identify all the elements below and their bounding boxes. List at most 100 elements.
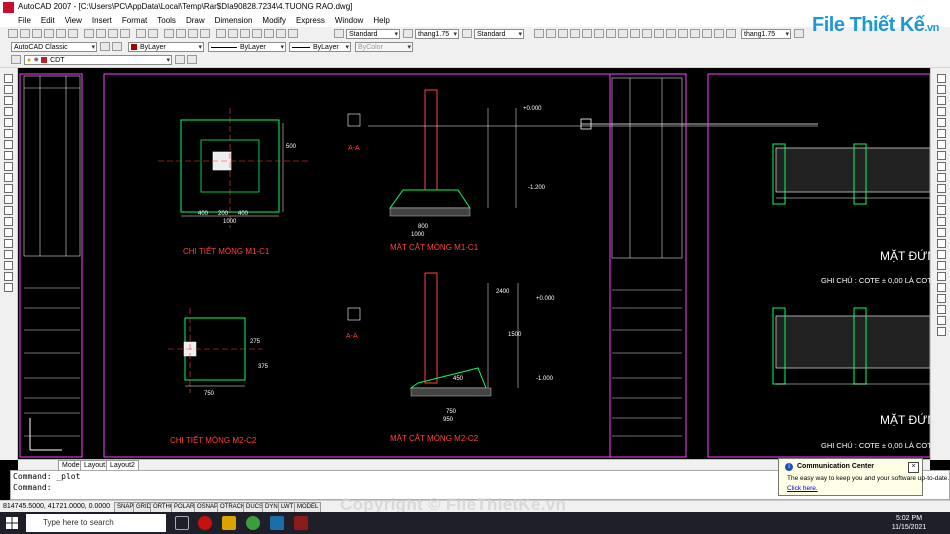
linear-dim-icon[interactable] — [534, 29, 544, 38]
mirror-icon[interactable] — [937, 96, 946, 105]
multileader-style-select[interactable]: thang1.75 — [741, 29, 791, 39]
file-explorer-icon[interactable] — [222, 516, 236, 530]
opera-icon[interactable] — [198, 516, 212, 530]
hatch-icon[interactable] — [4, 228, 13, 237]
quick-dim-icon[interactable] — [630, 29, 640, 38]
menu-insert[interactable]: Insert — [91, 16, 112, 25]
ellipse-arc-icon[interactable] — [4, 184, 13, 193]
markup-icon[interactable] — [264, 29, 274, 38]
winrar-icon[interactable] — [294, 516, 308, 530]
menu-help[interactable]: Help — [373, 16, 390, 25]
color-select[interactable]: ByLayer — [128, 42, 204, 52]
new-icon[interactable] — [8, 29, 18, 38]
task-view-icon[interactable] — [175, 516, 189, 530]
dim-style-dropdown-icon[interactable] — [794, 29, 804, 38]
tool-palettes-icon[interactable] — [240, 29, 250, 38]
continue-dim-icon[interactable] — [654, 29, 664, 38]
spline-icon[interactable] — [4, 162, 13, 171]
properties-icon[interactable] — [216, 29, 226, 38]
redo-icon[interactable] — [148, 29, 158, 38]
dim-style-select[interactable]: thang1.75 — [415, 29, 459, 39]
ordinate-dim-icon[interactable] — [570, 29, 580, 38]
baseline-dim-icon[interactable] — [642, 29, 652, 38]
polygon-icon[interactable] — [4, 107, 13, 116]
layer-manager-icon[interactable] — [11, 55, 21, 64]
aligned-dim-icon[interactable] — [546, 29, 556, 38]
open-icon[interactable] — [20, 29, 30, 38]
gradient-icon[interactable] — [4, 239, 13, 248]
array-icon[interactable] — [937, 118, 946, 127]
polyline-icon[interactable] — [4, 96, 13, 105]
offset-icon[interactable] — [937, 107, 946, 116]
menu-dimension[interactable]: Dimension — [214, 16, 253, 25]
arc-length-icon[interactable] — [558, 29, 568, 38]
save-icon[interactable] — [32, 29, 42, 38]
layer-side-icon[interactable] — [937, 272, 946, 281]
menu-modify[interactable]: Modify — [262, 16, 286, 25]
dim-text-edit-icon[interactable] — [714, 29, 724, 38]
center-mark-icon[interactable] — [690, 29, 700, 38]
help-icon[interactable] — [288, 29, 298, 38]
multiline-text-icon[interactable] — [4, 272, 13, 281]
quick-leader-icon[interactable] — [666, 29, 676, 38]
erase-icon[interactable] — [937, 74, 946, 83]
table-icon[interactable] — [4, 261, 13, 270]
join-icon[interactable] — [937, 217, 946, 226]
jogged-dim-icon[interactable] — [594, 29, 604, 38]
tolerance-icon[interactable] — [678, 29, 688, 38]
orbit-icon[interactable] — [937, 305, 946, 314]
angular-dim-icon[interactable] — [618, 29, 628, 38]
circle-icon[interactable] — [4, 140, 13, 149]
layer-previous-icon[interactable] — [187, 55, 197, 64]
menu-view[interactable]: View — [64, 16, 82, 25]
notification-link[interactable]: Click here. — [787, 485, 818, 492]
add-selected-icon[interactable] — [4, 283, 13, 292]
lineweight-select[interactable]: ByLayer — [289, 42, 351, 52]
zoom-window-icon[interactable] — [188, 29, 198, 38]
break-at-point-icon[interactable] — [937, 195, 946, 204]
command-prompt[interactable]: Command: — [13, 483, 52, 492]
region-icon[interactable] — [4, 250, 13, 259]
snap-settings-icon[interactable] — [937, 327, 946, 336]
explode-icon[interactable] — [937, 250, 946, 259]
chrome-icon[interactable] — [246, 516, 260, 530]
zoom-side-icon[interactable] — [937, 283, 946, 292]
taskbar-search-input[interactable]: Type here to search — [26, 514, 166, 532]
break-icon[interactable] — [937, 206, 946, 215]
close-icon[interactable]: × — [908, 462, 919, 473]
autocad-taskbar-icon[interactable] — [270, 516, 284, 530]
move-icon[interactable] — [937, 129, 946, 138]
construction-line-icon[interactable] — [4, 85, 13, 94]
dim-update-icon[interactable] — [726, 29, 736, 38]
match-properties-icon[interactable] — [120, 29, 130, 38]
make-object-layer-current-icon[interactable] — [175, 55, 185, 64]
workspace-settings-icon[interactable] — [100, 42, 110, 51]
copy-object-icon[interactable] — [937, 85, 946, 94]
sheet-set-icon[interactable] — [252, 29, 262, 38]
menu-format[interactable]: Format — [121, 16, 148, 25]
radius-dim-icon[interactable] — [582, 29, 592, 38]
extend-icon[interactable] — [937, 184, 946, 193]
zoom-previous-icon[interactable] — [200, 29, 210, 38]
menu-window[interactable]: Window — [334, 16, 364, 25]
windows-start-icon[interactable] — [6, 517, 18, 529]
chamfer-icon[interactable] — [937, 228, 946, 237]
insert-block-icon[interactable] — [4, 195, 13, 204]
revision-cloud-icon[interactable] — [4, 151, 13, 160]
drawing-canvas[interactable]: 400 200 400 1000 500 CHI TIẾT MÓNG M1-C1… — [18, 68, 945, 459]
preview-icon[interactable] — [56, 29, 66, 38]
paste-icon[interactable] — [108, 29, 118, 38]
trim-icon[interactable] — [937, 173, 946, 182]
menu-express[interactable]: Express — [295, 16, 325, 25]
point-icon[interactable] — [4, 217, 13, 226]
pan-side-icon[interactable] — [937, 294, 946, 303]
publish-icon[interactable] — [68, 29, 78, 38]
make-block-icon[interactable] — [4, 206, 13, 215]
fillet-icon[interactable] — [937, 239, 946, 248]
arc-icon[interactable] — [4, 129, 13, 138]
cut-icon[interactable] — [84, 29, 94, 38]
pan-icon[interactable] — [164, 29, 174, 38]
layer-select[interactable]: ●✹CDT — [24, 55, 172, 65]
rotate-icon[interactable] — [937, 140, 946, 149]
properties-side-icon[interactable] — [937, 261, 946, 270]
